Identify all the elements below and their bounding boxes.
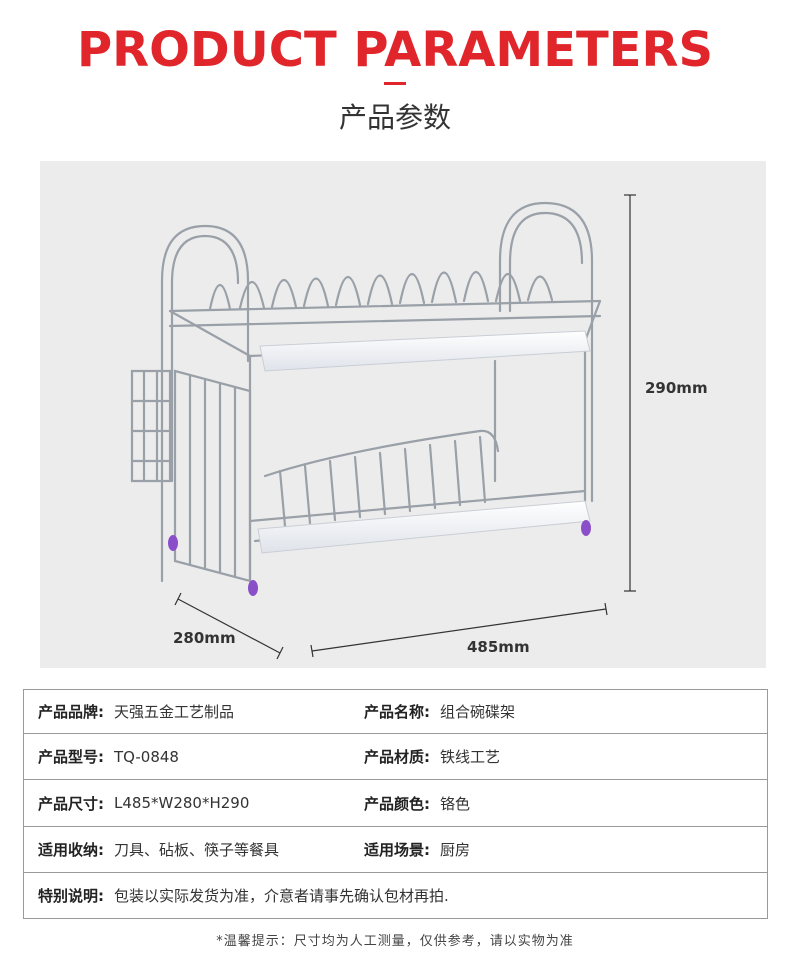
dimension-depth-label: 280mm — [173, 629, 236, 647]
spec-key: 产品尺寸: — [38, 794, 104, 813]
spec-key: 产品品牌: — [38, 703, 104, 721]
spec-row: 产品型号: TQ-0848 产品材质: 铁线工艺 — [23, 734, 768, 780]
footnote: *温馨提示：尺寸均为人工测量，仅供参考，请以实物为准 — [216, 934, 574, 949]
title-accent-dash — [384, 82, 406, 85]
spec-key: 特别说明: — [38, 887, 104, 905]
spec-value: 铬色 — [440, 794, 471, 813]
spec-value: 铁线工艺 — [440, 748, 501, 766]
spec-value: 组合碗碟架 — [440, 703, 516, 721]
spec-row: 产品品牌: 天强五金工艺制品 产品名称: 组合碗碟架 — [23, 690, 768, 734]
spec-key: 适用收纳: — [38, 841, 104, 859]
dimension-height-label: 290mm — [645, 379, 708, 397]
dimension-length-label: 485mm — [467, 638, 530, 656]
spec-cell: 适用收纳: 刀具、砧板、筷子等餐具 — [24, 839, 364, 860]
spec-cell: 产品品牌: 天强五金工艺制品 — [24, 701, 364, 722]
spec-cell: 产品颜色: 铬色 — [364, 793, 764, 814]
dish-rack-illustration — [130, 194, 636, 660]
spec-value: 包装以实际发货为准，介意者请事先确认包材再拍. — [114, 887, 449, 905]
spec-row: 产品尺寸: L485*W280*H290 产品颜色: 铬色 — [23, 780, 768, 827]
page-title-en: PRODUCT PARAMETERS — [76, 22, 714, 78]
spec-value: 天强五金工艺制品 — [114, 703, 235, 721]
spec-cell: 产品型号: TQ-0848 — [24, 746, 364, 767]
spec-value: 厨房 — [440, 841, 471, 859]
spec-cell: 产品材质: 铁线工艺 — [364, 746, 764, 767]
spec-key: 产品材质: — [364, 748, 430, 766]
spec-table: 产品品牌: 天强五金工艺制品 产品名称: 组合碗碟架 产品型号: TQ-0848… — [23, 689, 768, 919]
spec-row: 适用收纳: 刀具、砧板、筷子等餐具 适用场景: 厨房 — [23, 827, 768, 873]
spec-key: 适用场景: — [364, 841, 430, 859]
spec-cell: 产品尺寸: L485*W280*H290 — [24, 793, 364, 814]
spec-key: 产品名称: — [364, 703, 430, 721]
spec-row: 特别说明: 包装以实际发货为准，介意者请事先确认包材再拍. — [23, 873, 768, 919]
spec-value: L485*W280*H290 — [114, 794, 250, 812]
spec-cell: 特别说明: 包装以实际发货为准，介意者请事先确认包材再拍. — [24, 885, 764, 906]
product-photo: 290mm 280mm 485mm — [40, 161, 766, 668]
spec-cell: 适用场景: 厨房 — [364, 839, 764, 860]
spec-key: 产品颜色: — [364, 794, 430, 813]
spec-value: TQ-0848 — [114, 747, 179, 766]
spec-value: 刀具、砧板、筷子等餐具 — [114, 841, 280, 859]
page-title-cn: 产品参数 — [338, 101, 451, 134]
spec-key: 产品型号: — [38, 748, 104, 766]
spec-cell: 产品名称: 组合碗碟架 — [364, 701, 764, 722]
